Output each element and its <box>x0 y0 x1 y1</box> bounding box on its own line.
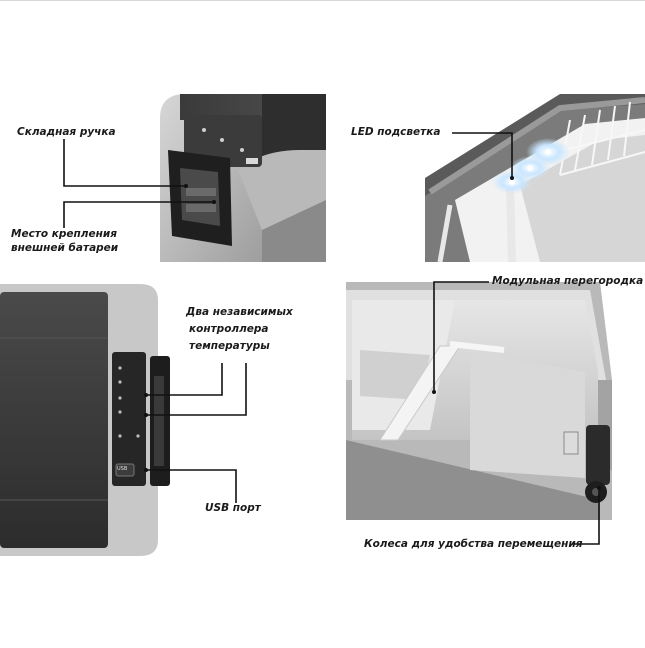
label-controllers-line3: температуры <box>189 340 270 352</box>
label-led-lighting: LED подсветка <box>351 126 441 138</box>
callout-dots <box>144 176 601 490</box>
callout-lines <box>63 132 600 545</box>
photo-handle-closeup <box>160 94 326 262</box>
top-divider <box>0 0 645 1</box>
photo-led-lighting <box>425 94 645 263</box>
label-modular-partition: Модульная перегородка <box>492 275 644 287</box>
photo-modular-partition <box>346 282 612 520</box>
label-folding-handle: Складная ручка <box>17 126 116 138</box>
label-usb-port: USB порт <box>205 502 261 514</box>
label-controllers-line1: Два независимых <box>186 306 293 318</box>
label-controllers-line2: контроллера <box>189 323 269 335</box>
label-battery-mount-line2: внешней батареи <box>11 242 119 254</box>
label-wheels: Колеса для удобства перемещения <box>364 538 583 550</box>
label-battery-mount-line1: Место крепления <box>11 228 117 240</box>
usb-port-marker: USB <box>117 466 128 472</box>
photo-top-view-controllers <box>0 284 170 556</box>
